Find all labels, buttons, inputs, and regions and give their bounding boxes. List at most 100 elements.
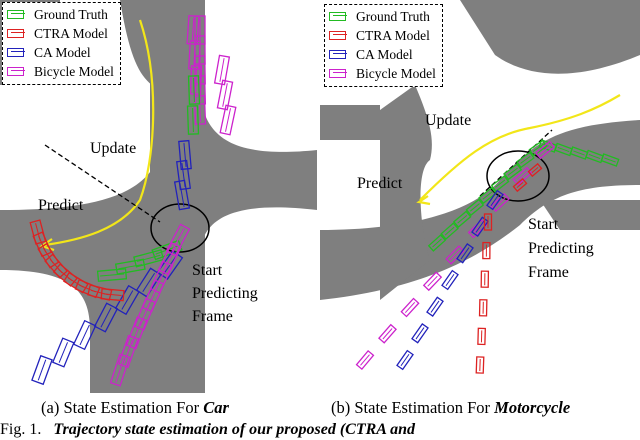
ctra-box (483, 213, 493, 231)
legend-item-ground-truth: Ground Truth (7, 5, 114, 24)
bicycle-box (157, 242, 182, 276)
legend-label: Bicycle Model (356, 66, 436, 81)
bicycle-box (193, 75, 207, 105)
ca-box (72, 319, 97, 351)
bicycle-box (355, 349, 375, 371)
legend-label: Bicycle Model (34, 64, 114, 79)
caption-a-subject: Car (203, 398, 229, 417)
ctra-box (480, 270, 490, 288)
figure-caption-text: Trajectory state estimation of our propo… (53, 421, 415, 438)
ctra-box (482, 241, 491, 260)
ca-box (31, 354, 53, 386)
start-label-line-3: Frame (192, 308, 233, 325)
ground_truth-box (465, 198, 485, 217)
bicycle-box (378, 323, 397, 344)
predict-label: Predict (357, 175, 403, 192)
ctra-box (475, 356, 485, 374)
ground_truth-box (133, 249, 165, 268)
ctra-box (29, 219, 47, 245)
motorcycle-yellow-trajectory (419, 94, 621, 201)
bicycle-box (216, 79, 234, 111)
car-scene (0, 0, 317, 393)
caption-b: (b) State Estimation For Motorcycle (331, 398, 570, 418)
bicycle-box (133, 297, 157, 331)
map-holes (0, 0, 317, 393)
ground_truth-box (528, 139, 548, 157)
ca-box (441, 269, 459, 291)
panel-car: Ground Truth CTRA Model CA Model Bicycle… (0, 0, 317, 393)
ground_truth-box (515, 151, 535, 169)
car-start-circle (150, 203, 210, 253)
ground_truth-box (96, 268, 128, 282)
motorcycle-scene (320, 0, 640, 374)
ctra-box (512, 177, 528, 193)
bicycle-box (186, 14, 200, 46)
ctra-swatch-icon (7, 29, 25, 38)
ctra-swatch-icon (329, 31, 347, 40)
legend-label: CTRA Model (356, 28, 430, 43)
ground-truth-swatch-icon (329, 12, 347, 21)
ca-box (456, 243, 474, 264)
motorcycle-model-boxes (355, 139, 620, 374)
ca-box (51, 337, 75, 368)
bicycle-box (188, 40, 201, 70)
legend-item-ca: CA Model (7, 43, 114, 62)
ca-box (426, 296, 444, 317)
legend-label: CTRA Model (34, 26, 108, 41)
motorcycle-trajectory-arrowhead (416, 195, 431, 206)
caption-a: (a) State Estimation For Car (41, 398, 229, 418)
bicycle-box (109, 353, 131, 387)
road-map (320, 0, 640, 300)
legend-item-ca: CA Model (329, 45, 436, 64)
panel-motorcycle: Ground Truth CTRA Model CA Model Bicycle… (320, 0, 640, 393)
legend: Ground Truth CTRA Model CA Model Bicycle… (2, 2, 121, 85)
bicycle-swatch-icon (329, 69, 347, 78)
ca-box (486, 189, 504, 211)
legend-item-bicycle: Bicycle Model (329, 64, 436, 83)
update-label: Update (90, 140, 137, 157)
bicycle-box (117, 334, 139, 369)
bicycle-box (189, 65, 203, 95)
start-label-line-1: Start (528, 216, 559, 233)
legend-item-ctra: CTRA Model (7, 24, 114, 43)
ca-swatch-icon (329, 50, 347, 59)
ca-box (114, 284, 140, 316)
caption-a-prefix: (a) State Estimation For (41, 398, 204, 417)
ca-box (93, 302, 119, 333)
bicycle-box (534, 140, 556, 160)
bicycle-box (125, 316, 148, 350)
car-model-boxes (29, 14, 237, 387)
ground_truth-box (478, 186, 497, 205)
bicycle-box (213, 54, 231, 86)
ground_truth-box (186, 105, 200, 135)
caption-b-prefix: (b) State Estimation For (331, 398, 495, 417)
update-label: Update (425, 112, 472, 129)
bicycle-box (400, 297, 420, 318)
predict-label: Predict (38, 197, 84, 214)
legend-label: Ground Truth (34, 7, 108, 22)
ground_truth-box (503, 163, 523, 181)
ctra-box (478, 299, 488, 317)
caption-b-subject: Motorcycle (494, 398, 571, 417)
legend-item-ctra: CTRA Model (329, 26, 436, 45)
bicycle-swatch-icon (7, 67, 25, 76)
motorcycle-start-circle (486, 150, 550, 202)
legend: Ground Truth CTRA Model CA Model Bicycle… (324, 4, 443, 87)
start-label-line-2: Predicting (528, 240, 594, 257)
ground_truth-box (440, 222, 459, 240)
bicycle-box (219, 104, 237, 136)
ca-box (471, 216, 489, 237)
ca-swatch-icon (7, 48, 25, 57)
ground_truth-box (427, 234, 447, 252)
legend-item-ground-truth: Ground Truth (329, 7, 436, 26)
start-label-line-2: Predicting (192, 285, 258, 302)
car-update-predict-divider (44, 144, 161, 223)
ground_truth-box (452, 210, 472, 229)
car-yellow-trajectory (44, 19, 155, 247)
legend-item-bicycle: Bicycle Model (7, 62, 114, 81)
ground_truth-box (187, 75, 201, 105)
ctra-box (477, 327, 486, 346)
ca-box (411, 323, 429, 344)
legend-label: Ground Truth (356, 9, 430, 24)
start-label-line-3: Frame (528, 264, 569, 281)
